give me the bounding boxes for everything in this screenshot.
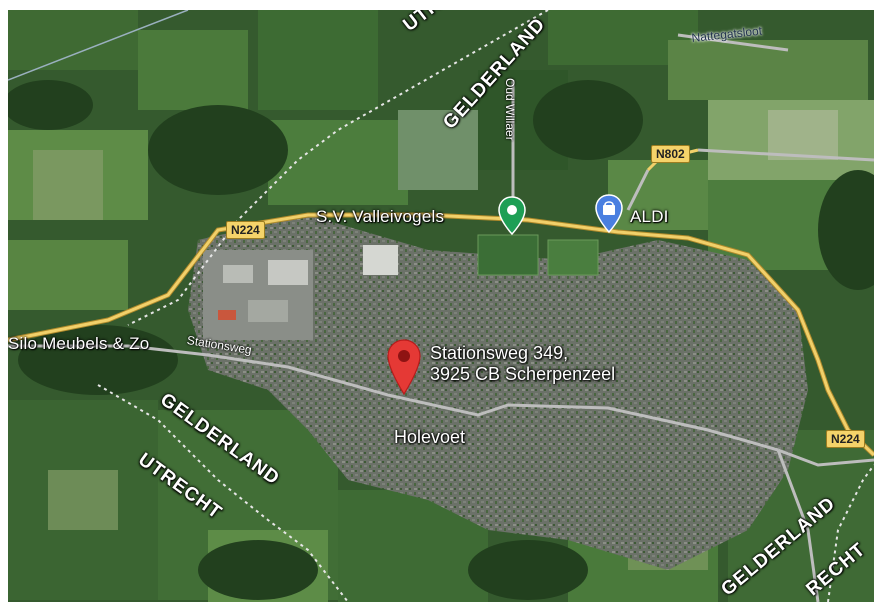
marker-address-line1: Stationsweg 349, [430,343,569,363]
local-roads [8,33,874,602]
poi-label-aldi[interactable]: ALDI [630,207,669,226]
street-label-oud-willaer: Oud Willaer [503,78,517,141]
map-viewport[interactable]: N224 N802 N224 UTRECHT GELDERLAND GELDER… [8,10,874,602]
province-border [97,10,874,602]
industrial-zone [203,245,398,340]
urban-area [188,215,808,570]
main-road-n224-fill [8,213,874,457]
satellite-map[interactable] [8,10,874,602]
red-location-pin-icon[interactable] [386,338,422,398]
place-label-holevoet: Holevoet [394,427,466,447]
shopping-bag-pin-icon[interactable] [594,194,624,234]
road-shield-n224-east: N224 [826,430,865,448]
marker-address: Stationsweg 349, 3925 CB Scherpenzeel [430,343,615,385]
poi-label-sv-valleivogels[interactable]: S.V. Valleivogels [316,207,445,226]
poi-label-silo-meubels[interactable]: Silo Meubels & Zo [8,334,150,353]
marker-address-line2: 3925 CB Scherpenzeel [430,364,616,384]
green-pin-icon[interactable] [497,196,527,236]
sports-fields [477,234,599,276]
road-shield-n802: N802 [651,145,690,163]
waterway [8,10,189,81]
road-shield-n224: N224 [226,221,265,239]
